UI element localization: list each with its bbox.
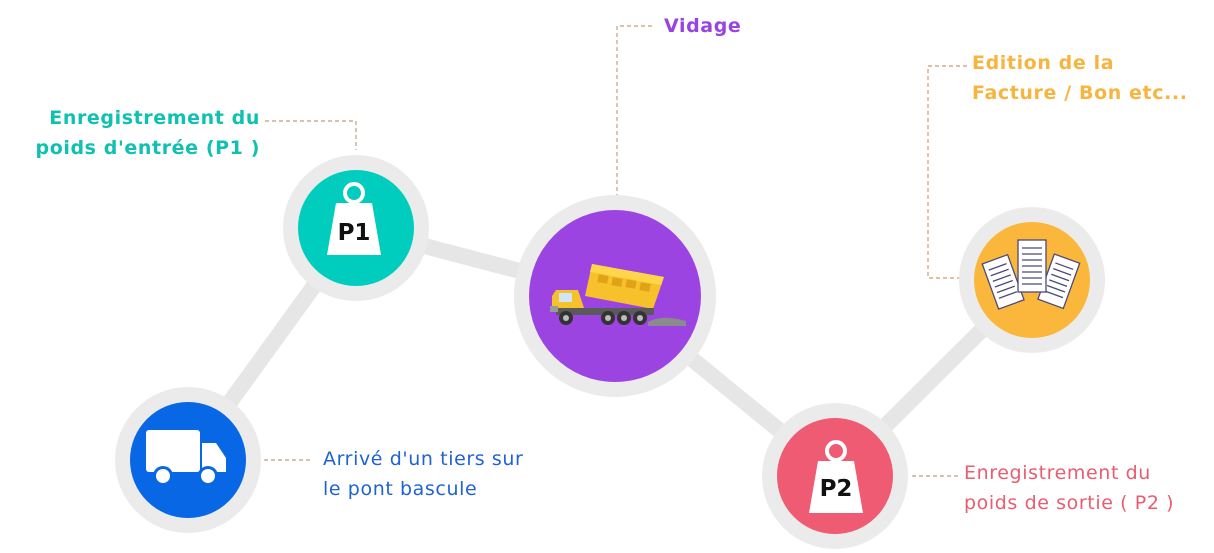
dump-truck-icon xyxy=(550,264,686,326)
label-arrive-line-2: le pont bascule xyxy=(323,478,478,500)
weight-p2-icon: P2 xyxy=(809,440,863,513)
leader-p1 xyxy=(265,120,357,150)
weight-p1-label: P1 xyxy=(338,220,371,246)
label-p2: Enregistrement du poids de sortie ( P2 ) xyxy=(964,458,1174,518)
node-facture xyxy=(959,207,1105,353)
label-p2-line-1: Enregistrement du xyxy=(964,462,1151,484)
label-p1-line-1: Enregistrement du xyxy=(49,107,260,129)
label-facture-line-1: Edition de la xyxy=(972,52,1115,74)
leader-facture xyxy=(927,65,967,279)
documents-icon xyxy=(981,239,1081,310)
label-facture: Edition de la Facture / Bon etc... xyxy=(972,48,1188,108)
weight-p1-icon: P1 xyxy=(327,182,381,255)
delivery-truck-icon xyxy=(146,430,226,486)
label-vidage: Vidage xyxy=(664,11,741,41)
label-facture-line-2: Facture / Bon etc... xyxy=(972,82,1188,104)
node-p1: P1 xyxy=(283,155,429,301)
label-p1-line-2: poids d'entrée (P1 ) xyxy=(35,137,260,159)
label-arrive-line-1: Arrivé d'un tiers sur xyxy=(323,448,524,470)
leader-lines xyxy=(264,25,967,477)
label-arrive: Arrivé d'un tiers sur le pont bascule xyxy=(323,444,523,504)
node-vidage xyxy=(514,195,716,397)
label-p1: Enregistrement du poids d'entrée (P1 ) xyxy=(8,103,260,163)
leader-vidage xyxy=(616,25,652,195)
node-p2: P2 xyxy=(762,403,908,549)
node-arrive xyxy=(115,387,261,533)
label-vidage-line-1: Vidage xyxy=(664,15,742,37)
weight-p2-label: P2 xyxy=(820,476,853,502)
label-p2-line-2: poids de sortie ( P2 ) xyxy=(964,492,1175,514)
